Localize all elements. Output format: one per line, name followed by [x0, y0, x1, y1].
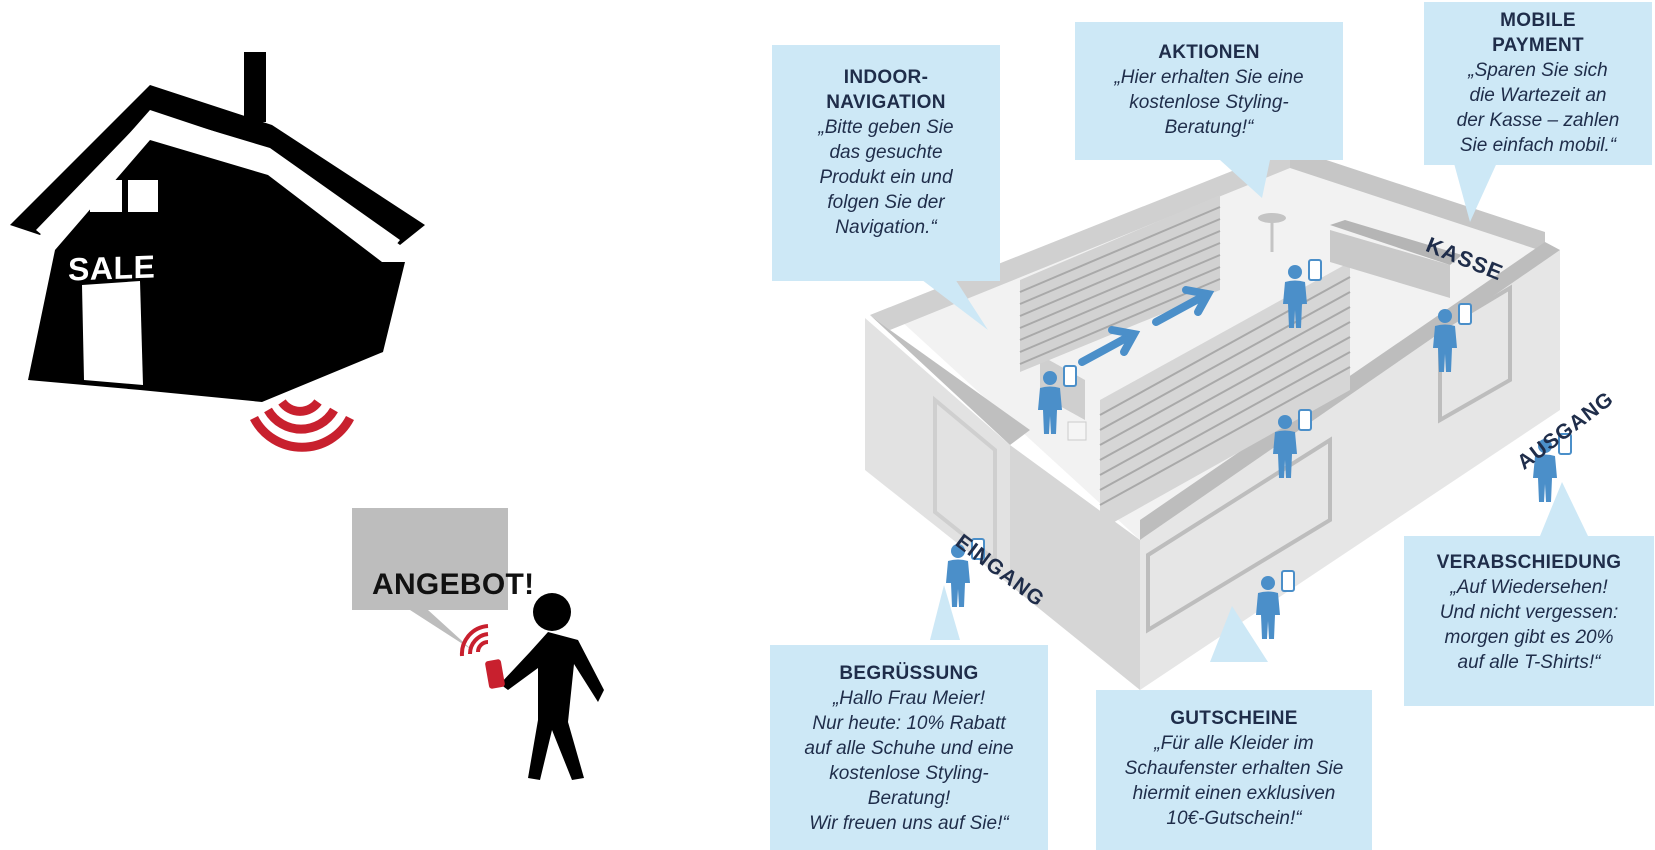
callout-text: Wir freuen uns auf Sie!“: [809, 813, 1009, 834]
pointer-farewell: [1540, 482, 1588, 536]
callout-text: „Auf Wiedersehen!: [1450, 577, 1608, 598]
shopper-icon: [485, 593, 604, 780]
exit-door: [1438, 284, 1512, 424]
callout-text: kostenlose Styling-: [1129, 92, 1289, 113]
roof-icon: [10, 85, 425, 245]
pointer-mobile-payment: [1452, 156, 1500, 222]
back-wall: [870, 148, 1290, 330]
callout-text: „Für alle Kleider im: [1154, 733, 1314, 754]
pointer-vouchers: [1210, 606, 1268, 662]
callout-text: Produkt ein und: [819, 167, 953, 188]
callout-title: GUTSCHEINE: [1170, 708, 1298, 729]
callout-text: Und nicht vergessen:: [1439, 602, 1619, 623]
pointer-actions: [1220, 160, 1270, 198]
pointer-greeting: [930, 585, 960, 640]
front-wall: [1010, 445, 1140, 690]
callout-text: auf alle Schuhe und eine: [804, 738, 1014, 759]
chimney-icon: [244, 52, 266, 122]
callout-text: Beratung!: [867, 788, 951, 809]
callout-vouchers: GUTSCHEINE „Für alle Kleider im Schaufen…: [1096, 690, 1372, 850]
callout-text: Sie einfach mobil.“: [1459, 135, 1617, 156]
front-wall: [1140, 250, 1560, 690]
offer-bubble-text: ANGEBOT!: [372, 568, 535, 601]
callout-text: „Hallo Frau Meier!: [832, 688, 986, 709]
callout-title: MOBILE: [1500, 10, 1576, 31]
entrance-door: [933, 395, 997, 565]
speech-bubble: [352, 508, 508, 650]
back-wall: [1290, 148, 1545, 252]
phone-signal-icon: [459, 624, 489, 657]
callout-mobile-payment: MOBILE PAYMENT „Sparen Sie sich die Wart…: [1424, 2, 1652, 165]
window-icon: [90, 180, 122, 212]
callout-title: PAYMENT: [1492, 35, 1584, 56]
checkout-counter: [1330, 230, 1450, 298]
callout-title: NAVIGATION: [826, 92, 946, 113]
beacon-signal-icon: [250, 399, 354, 452]
callout-indoor-navigation: INDOOR- NAVIGATION „Bitte geben Sie das …: [772, 45, 1000, 281]
callout-text: die Wartezeit an: [1469, 85, 1607, 106]
callout-title: INDOOR-: [843, 67, 929, 88]
front-left-wall: [865, 318, 1010, 585]
callout-text: Schaufenster erhalten Sie: [1124, 758, 1344, 779]
callout-text: kostenlose Styling-: [829, 763, 989, 784]
phone-icon: [485, 659, 505, 689]
callout-title: BEGRÜSSUNG: [839, 663, 979, 684]
shop-window: [1146, 436, 1332, 634]
callout-title: AKTIONEN: [1158, 42, 1260, 63]
callout-greeting: BEGRÜSSUNG „Hallo Frau Meier! Nur heute:…: [770, 645, 1048, 850]
beacon-device-icon: [1067, 421, 1087, 441]
shelf-center: [1099, 262, 1351, 530]
callout-text: Beratung!“: [1164, 117, 1254, 138]
window-icon: [128, 180, 158, 212]
callout-text: das gesuchte: [829, 142, 943, 163]
callout-text: „Sparen Sie sich: [1468, 60, 1608, 81]
callout-title: VERABSCHIEDUNG: [1436, 552, 1622, 573]
callout-text: „Hier erhalten Sie eine: [1114, 67, 1304, 88]
shopper-illustration: [10, 52, 604, 780]
door-icon: [82, 281, 143, 385]
callout-text: der Kasse – zahlen: [1456, 110, 1620, 131]
table-icon: [1258, 213, 1286, 223]
callout-farewell: VERABSCHIEDUNG „Auf Wiedersehen! Und nic…: [1404, 536, 1654, 706]
left-wall: [870, 315, 1030, 445]
callout-text: „Bitte geben Sie: [818, 117, 954, 138]
callout-text: Nur heute: 10% Rabatt: [812, 713, 1006, 734]
callout-text: hiermit einen exklusiven: [1132, 783, 1336, 804]
navigation-arrow-icon: [1078, 286, 1215, 366]
callout-actions: AKTIONEN „Hier erhalten Sie eine kostenl…: [1075, 22, 1343, 160]
callout-text: morgen gibt es 20%: [1444, 627, 1614, 648]
callout-text: folgen Sie der: [827, 192, 945, 213]
callout-text: Navigation.“: [835, 217, 937, 238]
callout-text: auf alle T-Shirts!“: [1457, 652, 1601, 673]
callout-text: 10€-Gutschein!“: [1166, 808, 1302, 829]
